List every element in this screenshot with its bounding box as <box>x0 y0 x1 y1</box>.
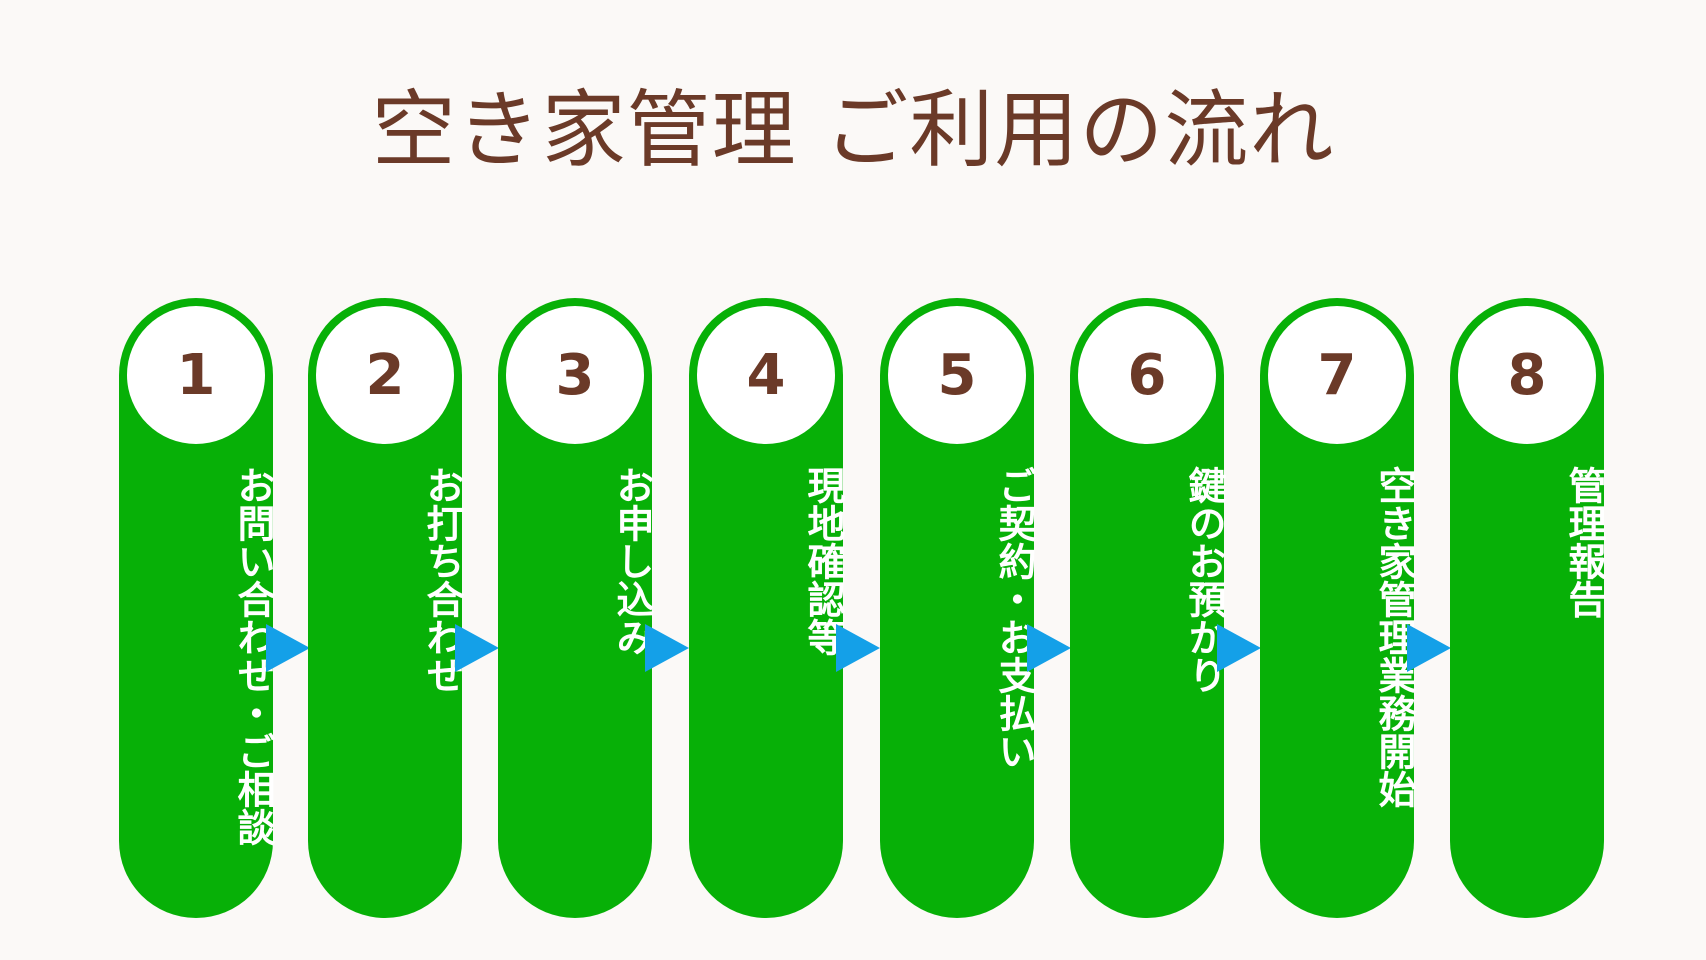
step-label: お打ち合わせ <box>420 466 464 694</box>
step-6: 6 鍵のお預かり <box>1070 298 1226 918</box>
step-4: 4 現地確認等 <box>689 298 845 918</box>
step-number: 3 <box>506 306 644 444</box>
step-number: 6 <box>1078 306 1216 444</box>
step-1: 1 お問い合わせ・ご相談 <box>119 298 275 918</box>
arrow-right-icon <box>266 624 310 672</box>
step-7: 7 空き家管理業務開始 <box>1260 298 1416 918</box>
step-number: 7 <box>1268 306 1406 444</box>
step-label: 管理報告 <box>1562 466 1606 618</box>
step-label: 現地確認等 <box>801 466 845 656</box>
step-label: ご契約・お支払い <box>992 466 1036 770</box>
arrow-right-icon <box>1027 624 1071 672</box>
step-label: お問い合わせ・ご相談 <box>231 466 275 846</box>
step-3: 3 お申し込み <box>498 298 654 918</box>
arrow-right-icon <box>455 624 499 672</box>
step-number: 8 <box>1458 306 1596 444</box>
step-5: 5 ご契約・お支払い <box>880 298 1036 918</box>
step-2: 2 お打ち合わせ <box>308 298 464 918</box>
arrow-right-icon <box>1217 624 1261 672</box>
step-label: 鍵のお預かり <box>1182 466 1226 694</box>
step-8: 8 管理報告 <box>1450 298 1606 918</box>
step-label: お申し込み <box>610 466 654 656</box>
step-label: 空き家管理業務開始 <box>1372 466 1416 808</box>
page-title: 空き家管理 ご利用の流れ <box>371 81 1335 179</box>
step-number: 1 <box>127 306 265 444</box>
arrow-right-icon <box>1407 624 1451 672</box>
arrow-right-icon <box>645 624 689 672</box>
arrow-right-icon <box>836 624 880 672</box>
step-number: 4 <box>697 306 835 444</box>
step-number: 2 <box>316 306 454 444</box>
step-number: 5 <box>888 306 1026 444</box>
